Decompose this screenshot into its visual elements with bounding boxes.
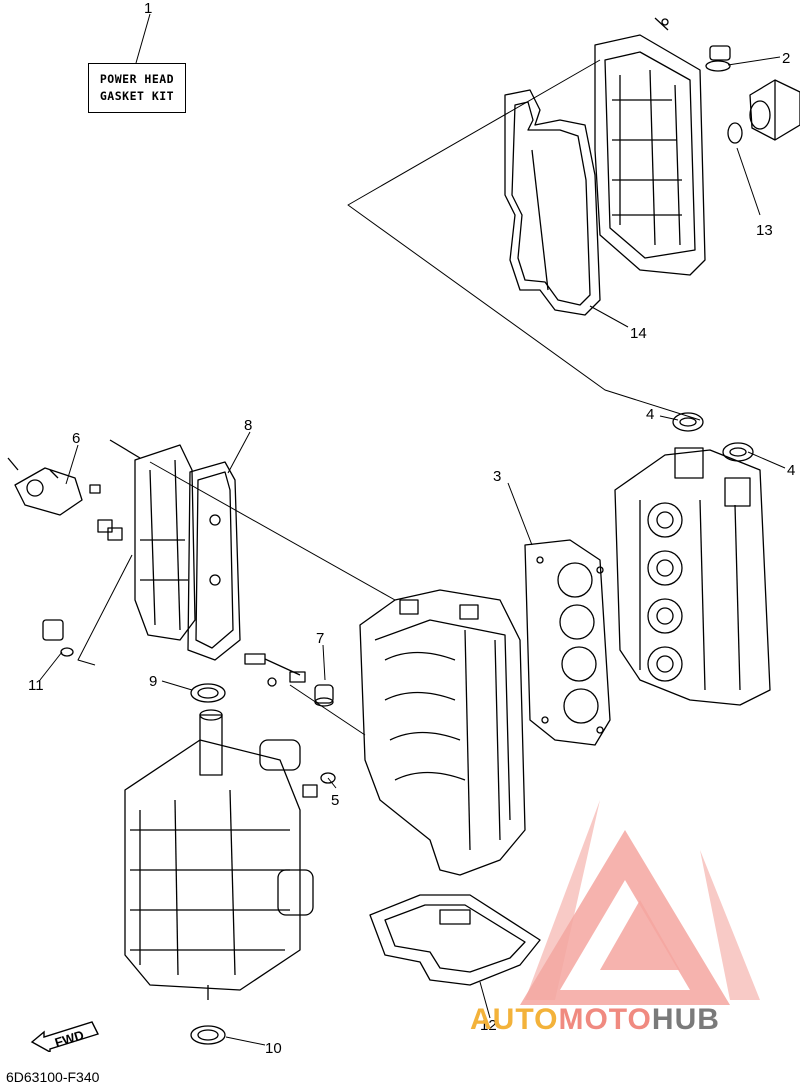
callout-1: 1 [144, 0, 152, 17]
head-gasket-part-3 [524, 539, 611, 746]
gasket-part-14 [504, 89, 601, 316]
kit-label-line-2: GASKET KIT [99, 89, 175, 103]
callout-4a: 4 [646, 406, 654, 423]
leader-lines [39, 13, 786, 1046]
power-head-gasket-kit-label: POWER HEAD GASKET KIT [88, 63, 186, 113]
callout-12: 12 [480, 1017, 497, 1034]
fwd-label: FWD [53, 1027, 86, 1050]
callout-6: 6 [72, 430, 80, 447]
watermark-logo [520, 800, 760, 1005]
pressure-valve [749, 79, 800, 141]
lower-gasket-part-12 [369, 894, 541, 986]
exhaust-cover [594, 17, 706, 276]
callout-14: 14 [630, 325, 647, 342]
diagram-code: 6D63100-F340 [6, 1069, 100, 1085]
cylinder-head [614, 447, 771, 706]
watermark-part-3: HUB [651, 1003, 720, 1036]
callout-2: 2 [782, 50, 790, 67]
callout-3: 3 [493, 468, 501, 485]
cylinder-block [359, 589, 526, 876]
callout-7: 7 [316, 630, 324, 647]
crankcase-side-cover [109, 439, 196, 641]
callout-4b: 4 [787, 462, 795, 479]
callout-10: 10 [265, 1040, 282, 1057]
kit-label-line-1: POWER HEAD [99, 72, 175, 86]
callout-9: 9 [149, 673, 157, 690]
plug-part-11 [42, 619, 74, 657]
callout-8: 8 [244, 417, 252, 434]
thermostat-housing-part-6 [7, 457, 123, 541]
seal-part-10 [190, 1025, 226, 1045]
collar-part-7 [314, 684, 334, 707]
reference-lines [77, 59, 701, 736]
seal-part-9 [190, 683, 226, 703]
sensor-assembly [244, 653, 306, 687]
callout-5: 5 [331, 792, 339, 809]
seal-part-4-a [672, 412, 704, 432]
washer-part-5 [302, 772, 336, 798]
thermostat-cap-part-2 [705, 45, 731, 72]
callout-labels: 1 2 3 4 4 5 6 7 8 9 10 11 12 13 14 [28, 0, 795, 1057]
oring-part-13 [727, 122, 743, 144]
forward-arrow-icon: FWD [30, 1021, 99, 1052]
callout-13: 13 [756, 222, 773, 239]
watermark-part-2: MOTO [558, 1003, 652, 1036]
watermark-text: AUTOMOTOHUB [470, 1003, 720, 1037]
watermark-part-1: AUTO [470, 1003, 559, 1036]
crankcase [124, 709, 314, 1000]
cover-gasket-part-8 [187, 461, 241, 661]
callout-11: 11 [28, 677, 44, 694]
